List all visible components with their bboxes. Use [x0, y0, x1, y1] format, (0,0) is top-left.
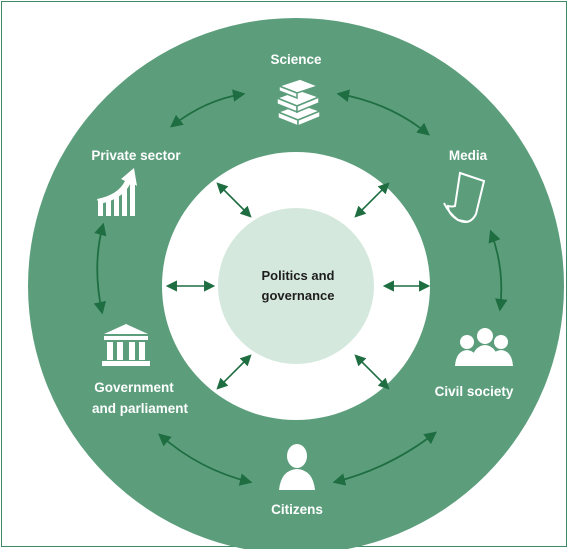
center-circle	[218, 208, 374, 364]
node-media: Media	[443, 148, 488, 223]
inner-arrows	[165, 182, 431, 390]
arrow-civil-society-citizens	[332, 431, 437, 486]
arrow-center-private-sector	[216, 182, 252, 218]
government-label-line2: and parliament	[92, 401, 189, 416]
node-science: Science	[270, 52, 323, 128]
science-label: Science	[270, 52, 322, 67]
node-civil-society: Civil society	[435, 328, 514, 399]
center-label-line2: governance	[262, 288, 335, 303]
arrow-citizens-government	[158, 433, 253, 486]
arrow-media-civil-society	[488, 229, 508, 312]
books-icon	[274, 78, 323, 128]
center-label-line1: Politics and	[262, 268, 335, 283]
node-government: Government and parliament	[92, 324, 189, 416]
arrow-center-media	[354, 182, 390, 218]
outer-arrows	[93, 89, 508, 486]
government-label-line1: Government	[94, 380, 174, 395]
private-sector-label: Private sector	[91, 148, 181, 163]
parliament-building-icon	[102, 324, 150, 366]
node-private-sector: Private sector	[91, 148, 181, 216]
node-citizens: Citizens	[271, 444, 323, 517]
arrow-private-sector-science	[170, 89, 246, 128]
people-group-icon	[455, 328, 513, 366]
newspaper-icon	[443, 171, 486, 223]
arrow-science-media	[336, 89, 430, 136]
media-label: Media	[449, 148, 488, 163]
arrow-private-sector-government	[93, 222, 107, 315]
civil-society-label: Civil society	[435, 384, 514, 399]
growth-chart-icon	[97, 168, 137, 216]
citizens-label: Citizens	[271, 502, 323, 517]
arrow-center-civil-society-lower	[354, 354, 390, 390]
person-icon	[279, 444, 315, 490]
arrow-center-government-lower	[216, 354, 252, 390]
